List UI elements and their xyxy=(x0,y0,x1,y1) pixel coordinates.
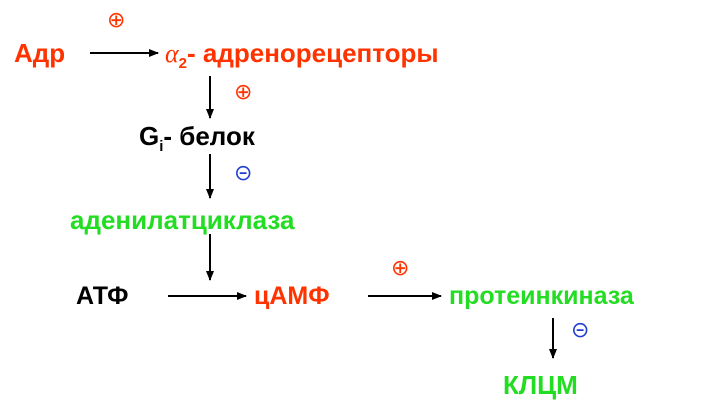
gi-main: G xyxy=(139,121,160,151)
camp-label: цАМФ xyxy=(254,282,330,310)
minus-sign-icon: ⊝ xyxy=(571,318,590,343)
minus-sign-icon: ⊝ xyxy=(234,161,253,186)
alpha-symbol: α xyxy=(165,39,179,68)
plus-sign-icon: ⊕ xyxy=(391,256,410,281)
receptors-text: - адренорецепторы xyxy=(187,38,439,68)
gi-rest: - белок xyxy=(163,121,255,151)
atp-label: АТФ xyxy=(76,282,129,310)
gi-protein-label: Gi- белок xyxy=(139,123,255,154)
klcm-label: КЛЦМ xyxy=(503,370,578,400)
plus-sign-icon: ⊕ xyxy=(107,8,126,33)
adr-label: Адр xyxy=(14,38,66,68)
gi-subscript: i xyxy=(159,138,164,155)
plus-sign-icon: ⊕ xyxy=(234,80,253,105)
alpha-subscript: 2 xyxy=(178,55,187,72)
alpha2-receptors-label: α2- адренорецепторы xyxy=(165,40,439,71)
adenylate-cyclase-label: аденилатциклаза xyxy=(70,205,295,235)
protein-kinase-label: протеинкиназа xyxy=(449,282,634,310)
